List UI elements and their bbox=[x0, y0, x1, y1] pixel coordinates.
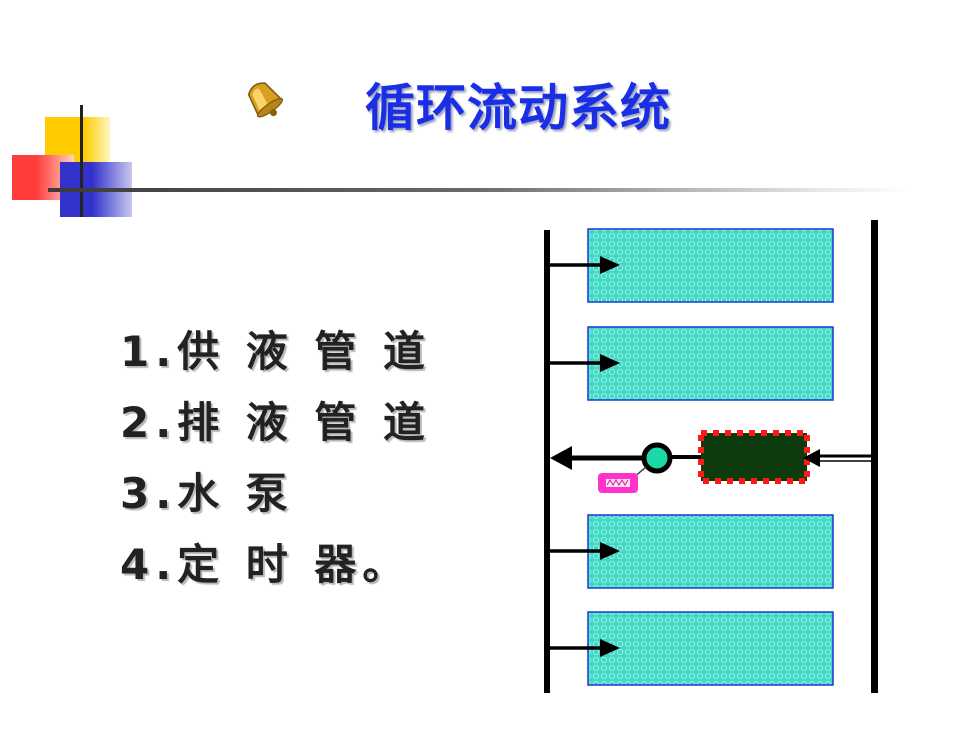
growing-tray bbox=[587, 514, 834, 589]
timer bbox=[598, 473, 638, 493]
bell-icon bbox=[247, 82, 284, 118]
growing-tray bbox=[587, 228, 834, 303]
deco-vertical-line bbox=[80, 105, 83, 217]
list-item: 2.排 液 管 道 bbox=[120, 398, 432, 447]
pump-impeller bbox=[641, 442, 673, 474]
supply-pipe bbox=[544, 230, 550, 693]
pump-body bbox=[698, 430, 810, 484]
return-arrow bbox=[803, 449, 871, 467]
supply-arrow bbox=[550, 354, 620, 372]
list-item: 1.供 液 管 道 bbox=[120, 327, 432, 376]
growing-tray bbox=[587, 326, 834, 401]
page-title: 循环流动系统 bbox=[365, 79, 671, 137]
component-list: 1.供 液 管 道 2.排 液 管 道 3.水 泵 4.定 时 器。 bbox=[120, 316, 431, 600]
list-item: 3.水 泵 bbox=[120, 469, 294, 518]
list-item: 4.定 时 器。 bbox=[120, 540, 411, 589]
growing-tray bbox=[587, 611, 834, 686]
drain-pipe bbox=[871, 220, 878, 693]
supply-arrow bbox=[550, 256, 620, 274]
pump-outlet-arrow bbox=[550, 446, 702, 470]
supply-arrow bbox=[550, 639, 620, 657]
supply-arrow bbox=[550, 542, 620, 560]
title-rule bbox=[48, 188, 908, 192]
